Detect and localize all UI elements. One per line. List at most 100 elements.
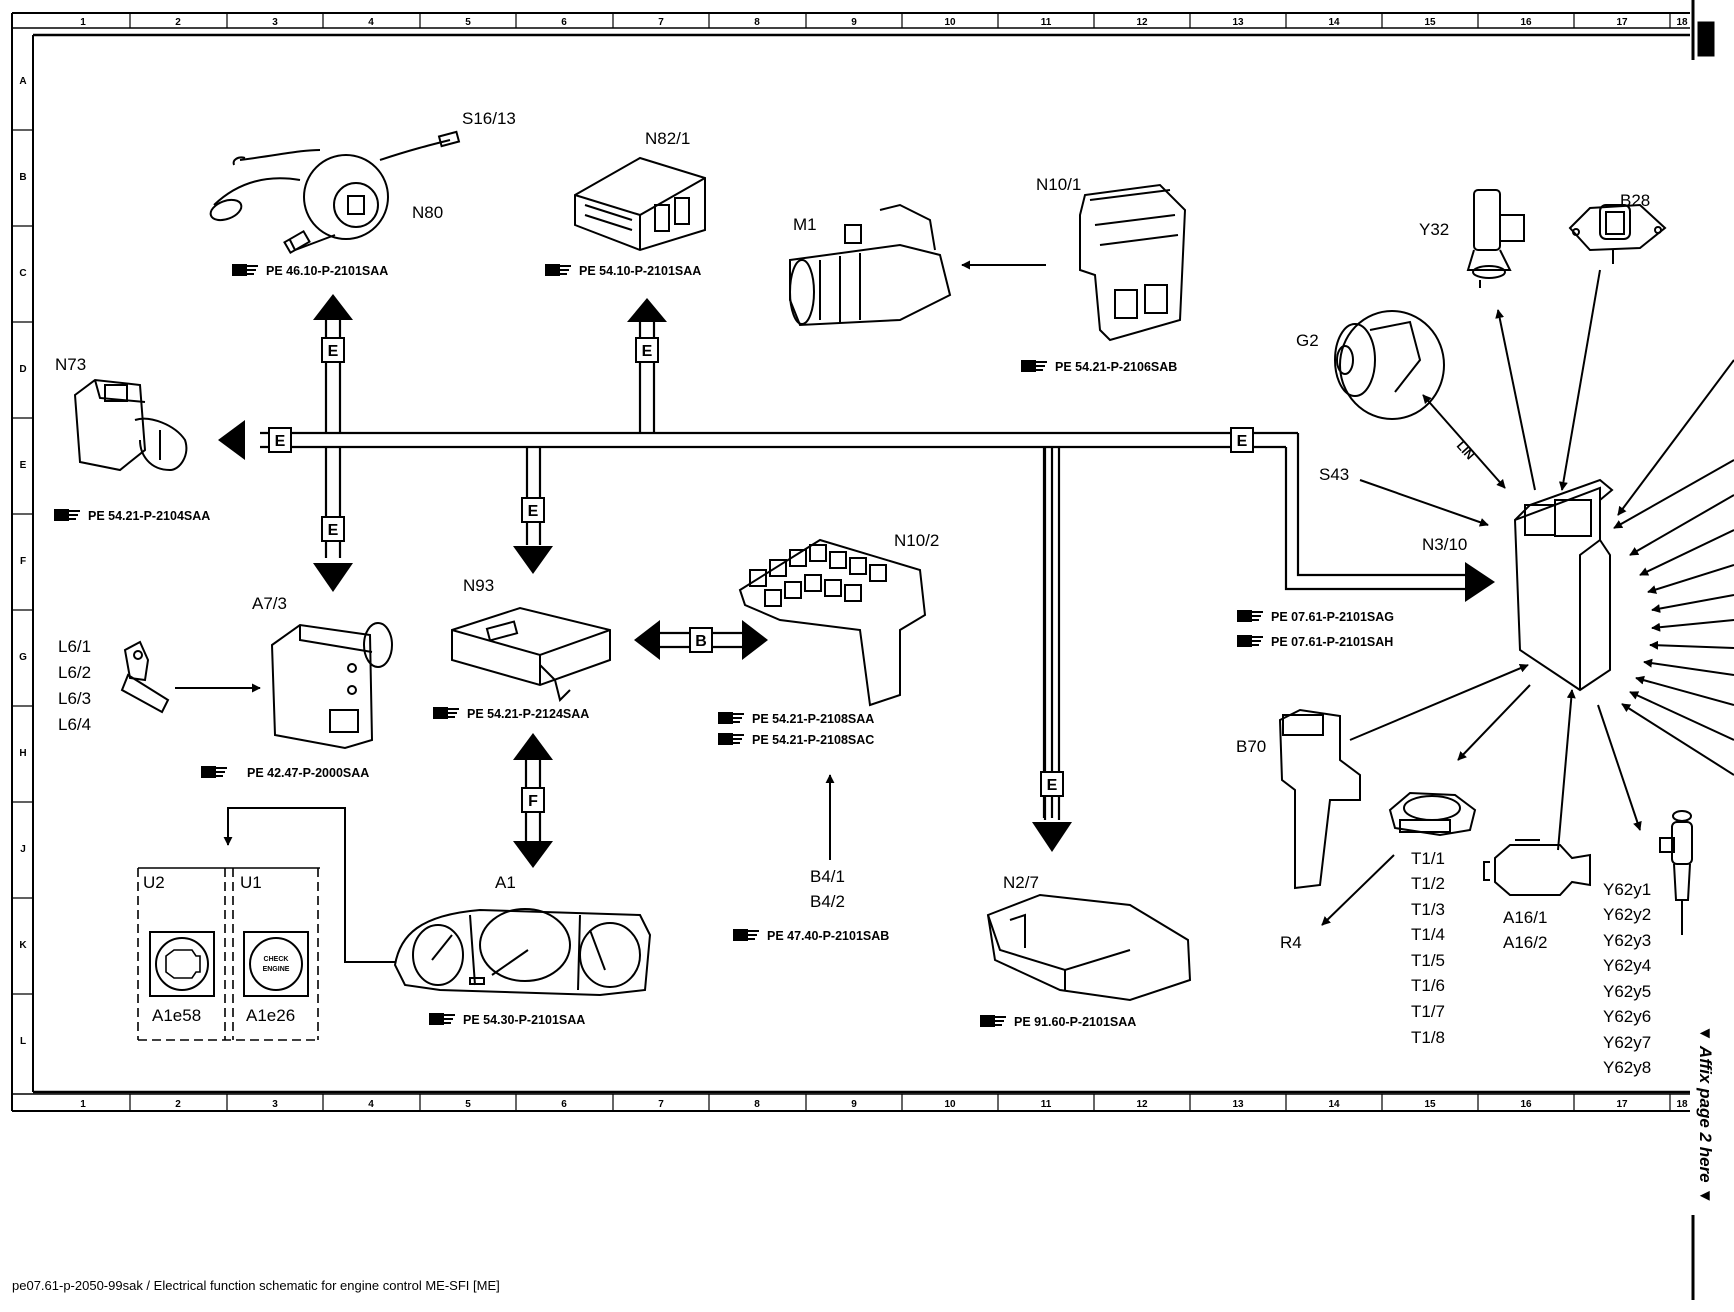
ref-n73-text: PE 54.21-P-2104SAA xyxy=(88,509,210,523)
signal-arrows xyxy=(175,260,1734,963)
col-top-18: 18 xyxy=(1676,17,1688,28)
col-top-2: 2 xyxy=(175,17,181,28)
bus-drop-n2-7-pair xyxy=(1043,448,1061,820)
n10-1-fuse-box-icon xyxy=(1079,183,1187,342)
label-t1-4: T1/4 xyxy=(1411,925,1445,944)
label-n3-10: N3/10 xyxy=(1422,535,1467,554)
col-bottom-7: 7 xyxy=(658,1099,664,1110)
label-n82-1: N82/1 xyxy=(645,129,690,148)
pointing-hand-icon xyxy=(54,509,80,521)
label-n80: N80 xyxy=(412,203,443,222)
label-t1-7: T1/7 xyxy=(1411,1002,1445,1021)
label-s16-13: S16/13 xyxy=(462,109,516,128)
bus-e-label-n3: E xyxy=(1237,433,1248,450)
label-g2: G2 xyxy=(1296,331,1319,350)
label-y62y5: Y62y5 xyxy=(1603,982,1651,1001)
row-E: E xyxy=(20,460,27,471)
col-bottom-8: 8 xyxy=(754,1099,760,1110)
component-drawings xyxy=(73,130,1693,1002)
col-top-1: 1 xyxy=(80,17,86,28)
row-K: K xyxy=(19,940,27,951)
bus-e-label-n82: E xyxy=(642,343,653,360)
row-H: H xyxy=(19,748,26,759)
u2-label: U2 xyxy=(143,873,165,892)
col-bottom-6: 6 xyxy=(561,1099,567,1110)
g2-alternator-icon xyxy=(1334,310,1445,420)
ref-n2-7: PE 91.60-P-2101SAA xyxy=(980,1015,1136,1029)
label-y62y6: Y62y6 xyxy=(1603,1007,1651,1026)
label-n10-1: N10/1 xyxy=(1036,175,1081,194)
row-G: G xyxy=(19,652,27,663)
col-bottom-1: 1 xyxy=(80,1099,86,1110)
col-bottom-15: 15 xyxy=(1424,1099,1436,1110)
label-b4-1: B4/1 xyxy=(810,867,845,886)
bus-b-label: B xyxy=(695,633,707,650)
bus-arrowheads xyxy=(218,294,1495,868)
label-t1-2: T1/2 xyxy=(1411,874,1445,893)
ref-a7-text: PE 42.47-P-2000SAA xyxy=(247,766,369,780)
label-b4-2: B4/2 xyxy=(810,892,845,911)
row-C: C xyxy=(19,268,26,279)
label-r4: R4 xyxy=(1280,933,1302,952)
label-b70: B70 xyxy=(1236,737,1266,756)
label-t1-1: T1/1 xyxy=(1411,849,1445,868)
u1-label: U1 xyxy=(240,873,262,892)
label-y62y7: Y62y7 xyxy=(1603,1033,1651,1052)
label-t1-3: T1/3 xyxy=(1411,900,1445,919)
label-m1: M1 xyxy=(793,215,817,234)
ref-n10-1-text: PE 54.21-P-2106SAB xyxy=(1055,360,1177,374)
ref-a1: PE 54.30-P-2101SAA xyxy=(429,1013,585,1027)
label-s43: S43 xyxy=(1319,465,1349,484)
col-bottom-9: 9 xyxy=(851,1099,857,1110)
pointing-hand-icon xyxy=(1021,360,1047,372)
a16-engine-symbol-icon xyxy=(1483,839,1591,896)
ref-a7: PE 42.47-P-2000SAA xyxy=(201,766,369,780)
col-bottom-2: 2 xyxy=(175,1099,181,1110)
label-l6-3: L6/3 xyxy=(58,689,91,708)
component-labels: S16/13 N80 N82/1 M1 N10/1 Y32 B28 N73 G2… xyxy=(55,109,1651,1077)
col-bottom-5: 5 xyxy=(465,1099,471,1110)
n73-ignition-switch-icon xyxy=(73,378,188,472)
bus-labels: E E E E E E E B F xyxy=(268,337,1254,813)
pointing-hand-icon xyxy=(1237,635,1263,647)
ref-a1-text: PE 54.30-P-2101SAA xyxy=(463,1013,585,1027)
col-top-3: 3 xyxy=(272,17,278,28)
label-l6-4: L6/4 xyxy=(58,715,91,734)
s16-13-switch-icon xyxy=(209,130,461,255)
col-top-12: 12 xyxy=(1136,17,1148,28)
n2-7-airbag-unit-icon xyxy=(986,893,1192,1002)
col-bottom-12: 12 xyxy=(1136,1099,1148,1110)
n10-2-fuse-box-icon xyxy=(738,538,927,707)
label-b28: B28 xyxy=(1620,191,1650,210)
grid-labels: 1 2 3 4 5 6 7 8 9 10 11 12 13 14 15 16 1… xyxy=(19,17,1688,1110)
n3-10-ecu-icon xyxy=(1513,478,1614,692)
l6-speed-sensor-icon xyxy=(120,640,170,714)
ref-n10-2a-text: PE 54.21-P-2108SAA xyxy=(752,712,874,726)
col-top-15: 15 xyxy=(1424,17,1436,28)
col-bottom-13: 13 xyxy=(1232,1099,1244,1110)
label-y32: Y32 xyxy=(1419,220,1449,239)
a1e26-label: A1e26 xyxy=(246,1006,295,1025)
can-bus-lines xyxy=(260,310,1465,818)
m1-starter-icon xyxy=(789,203,952,327)
ref-b4-text: PE 47.40-P-2101SAB xyxy=(767,929,889,943)
n82-1-module-icon xyxy=(574,156,706,252)
pointing-hand-icon xyxy=(718,712,744,724)
col-bottom-17: 17 xyxy=(1616,1099,1628,1110)
bus-f-label: F xyxy=(528,793,538,810)
a1e58-label: A1e58 xyxy=(152,1006,201,1025)
label-t1-8: T1/8 xyxy=(1411,1028,1445,1047)
col-top-4: 4 xyxy=(368,17,374,28)
ref-n10-2: PE 54.21-P-2108SAA PE 54.21-P-2108SAC xyxy=(718,712,874,747)
ref-n82-text: PE 54.10-P-2101SAA xyxy=(579,264,701,278)
bus-e-label-a7: E xyxy=(328,522,339,539)
b28-sensor-icon xyxy=(1568,203,1667,264)
ref-s16-text: PE 46.10-P-2101SAA xyxy=(266,264,388,278)
bus-e-label-n73: E xyxy=(275,433,286,450)
check-text: CHECK xyxy=(264,956,289,963)
bus-e-label-s16: E xyxy=(328,343,339,360)
bus-e-label-n2-7: E xyxy=(1047,777,1058,794)
ref-n3-a-text: PE 07.61-P-2101SAG xyxy=(1271,610,1394,624)
pointing-hand-icon xyxy=(433,707,459,719)
col-top-9: 9 xyxy=(851,17,857,28)
